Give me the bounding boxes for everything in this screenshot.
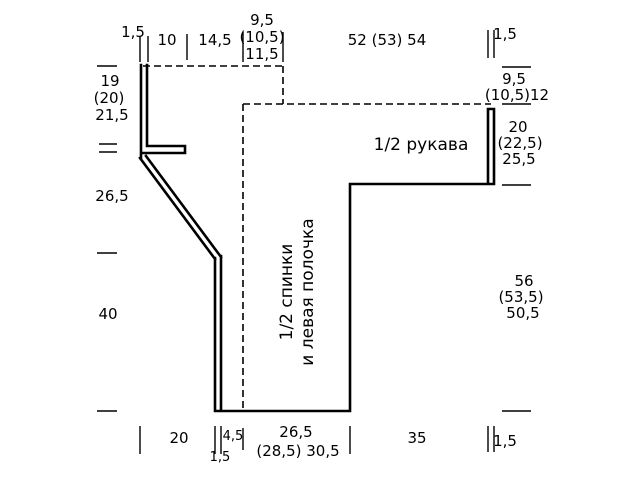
- part-label-sleeve: 1/2 рукава: [373, 135, 469, 155]
- dim-top-10: 10: [157, 31, 177, 49]
- dim-armhole-size1: 20: [508, 118, 528, 136]
- dim-neck-depth-1: 9,5: [502, 70, 526, 88]
- dim-sleeve-width: 52 (53) 54: [347, 31, 427, 49]
- dim-neck-width-size2: (10,5): [239, 28, 285, 46]
- tick-marks: [97, 30, 531, 454]
- dim-hem-size23: (28,5) 30,5: [256, 442, 340, 460]
- dim-collar-size1: 19: [100, 72, 120, 90]
- dim-armhole-size2: (22,5): [497, 134, 543, 152]
- dim-left-side: 40: [98, 305, 118, 323]
- dim-raglan-slope: 26,5: [95, 187, 129, 205]
- dim-bottom-inset: 4,5: [222, 429, 244, 444]
- dim-right-side-size2: (53,5): [498, 288, 544, 306]
- dim-right-side-size3: 50,5: [506, 304, 540, 322]
- dim-right-side-size1: 56: [514, 272, 534, 290]
- dim-neck-width-size1: 9,5: [250, 11, 274, 29]
- dim-collar-size3: 21,5: [95, 106, 129, 124]
- dim-top-right-band: 1,5: [493, 25, 517, 43]
- dim-neck-width-size3: 11,5: [245, 45, 279, 63]
- dim-bottom-right-band: 1,5: [493, 432, 517, 450]
- dim-top-left-band: 1,5: [121, 23, 145, 41]
- dim-bottom-sleeve: 35: [407, 429, 427, 447]
- dim-armhole-size3: 25,5: [502, 150, 536, 168]
- fold-lines: [143, 65, 491, 411]
- dim-top-14-5: 14,5: [198, 31, 232, 49]
- dim-collar-size2: (20): [93, 89, 125, 107]
- part-label-body-line1: 1/2 спинки: [277, 243, 297, 341]
- dim-bottom-band: 1,5: [209, 450, 231, 465]
- garment-outline: [138, 63, 496, 413]
- part-label-body-line2: и левая полочка: [298, 218, 318, 366]
- dim-bottom-back-width: 20: [169, 429, 189, 447]
- dim-hem-size1: 26,5: [279, 423, 313, 441]
- part-label-body: 1/2 спинки и левая полочка: [277, 192, 319, 392]
- dim-neck-depth-2: (10,5)12: [484, 86, 550, 104]
